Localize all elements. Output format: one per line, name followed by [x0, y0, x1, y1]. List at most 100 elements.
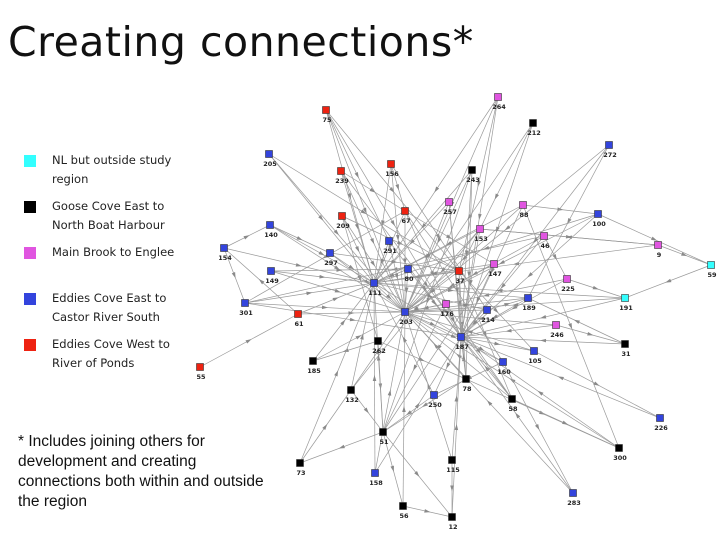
- edge-arrowhead: [295, 263, 302, 267]
- network-node: 153: [474, 225, 488, 243]
- node-label: 243: [466, 176, 480, 184]
- network-node: 56: [399, 502, 409, 520]
- edge-arrowhead: [456, 353, 462, 359]
- edge-arrowhead: [349, 317, 356, 322]
- edge-arrowhead: [540, 315, 547, 319]
- node-label: 56: [399, 512, 409, 520]
- node-marker: [621, 294, 629, 302]
- node-label: 301: [239, 309, 253, 317]
- edge-arrowhead: [478, 346, 485, 352]
- edge-arrowhead: [431, 271, 438, 275]
- edge-arrowhead: [322, 424, 328, 430]
- node-label: 153: [474, 235, 488, 243]
- node-label: 272: [603, 151, 617, 159]
- network-node: 46: [540, 232, 550, 250]
- edge-arrowhead: [483, 245, 490, 250]
- node-marker: [707, 261, 715, 269]
- node-marker: [338, 212, 346, 220]
- node-label: 185: [307, 367, 321, 375]
- edge-arrowhead: [306, 291, 313, 296]
- edge-arrowhead: [390, 220, 396, 227]
- network-node: 297: [324, 249, 338, 267]
- edge-arrowhead: [527, 272, 533, 278]
- node-label: 283: [567, 499, 581, 507]
- node-label: 67: [401, 217, 410, 225]
- node-marker: [615, 444, 623, 452]
- edge-arrowhead: [395, 184, 399, 191]
- network-node: 67: [401, 207, 411, 225]
- node-label: 115: [446, 466, 460, 474]
- edge-arrowhead: [421, 285, 427, 292]
- node-label: 214: [481, 316, 495, 324]
- edge-arrowhead: [540, 338, 547, 343]
- node-label: 111: [368, 289, 382, 297]
- network-node: 272: [603, 141, 617, 159]
- edge-arrowhead: [587, 331, 594, 336]
- edge-arrowhead: [455, 287, 460, 294]
- edge-arrowhead: [318, 215, 324, 221]
- node-label: 88: [519, 211, 529, 219]
- edge-arrowhead: [557, 376, 564, 381]
- network-node: 156: [385, 160, 399, 178]
- edge-arrowhead: [493, 307, 499, 314]
- node-label: 105: [528, 357, 542, 365]
- node-label: 75: [322, 116, 332, 124]
- legend-swatch: [24, 293, 36, 305]
- network-node: 300: [613, 444, 627, 462]
- network-node: 226: [654, 414, 668, 432]
- node-marker: [476, 225, 484, 233]
- edge-arrowhead: [340, 319, 346, 326]
- node-label: 37: [455, 277, 464, 285]
- node-label: 9: [657, 251, 662, 259]
- legend-label: Goose Cove East to North Boat Harbour: [52, 199, 165, 232]
- edge-arrowhead: [372, 375, 377, 382]
- node-label: 58: [508, 405, 518, 413]
- node-label: 264: [492, 103, 506, 111]
- node-marker: [399, 502, 407, 510]
- legend-swatch: [24, 155, 36, 167]
- edge-arrowhead: [429, 321, 436, 326]
- node-marker: [371, 469, 379, 477]
- edge-arrowhead: [394, 273, 399, 280]
- node-label: 226: [654, 424, 668, 432]
- node-label: 160: [497, 368, 511, 376]
- node-marker: [267, 267, 275, 275]
- edge-arrowhead: [562, 420, 569, 425]
- node-label: 297: [324, 259, 338, 267]
- network-edges: [199, 96, 712, 518]
- node-label: 73: [296, 469, 305, 477]
- edge-arrowhead: [533, 237, 539, 244]
- node-label: 257: [443, 208, 457, 216]
- network-node: 75: [322, 106, 332, 124]
- node-marker: [457, 333, 465, 341]
- node-label: 61: [294, 320, 304, 328]
- node-marker: [569, 489, 577, 497]
- edge-arrowhead: [391, 259, 398, 264]
- edge-arrowhead: [446, 362, 451, 369]
- footnote: * Includes joining others for developmen…: [18, 433, 264, 510]
- edge-arrowhead: [437, 237, 442, 244]
- node-marker: [483, 306, 491, 314]
- node-marker: [499, 358, 507, 366]
- network-node: 115: [446, 456, 460, 474]
- network-node: 176: [440, 300, 454, 318]
- edge-arrowhead: [391, 267, 398, 271]
- edge-arrowhead: [360, 209, 367, 215]
- node-marker: [326, 249, 334, 257]
- edge-arrowhead: [434, 186, 440, 193]
- edge-arrowhead: [413, 364, 418, 371]
- edge-arrowhead: [321, 305, 328, 310]
- node-label: 187: [455, 343, 469, 351]
- node-marker: [401, 308, 409, 316]
- edge-arrowhead: [397, 240, 404, 245]
- network-node: 58: [508, 395, 518, 413]
- edge-arrowhead: [464, 250, 469, 257]
- node-label: 203: [399, 318, 413, 326]
- edge-arrowhead: [454, 424, 459, 431]
- edge-arrowhead: [231, 272, 236, 279]
- node-label: 205: [263, 160, 277, 168]
- edge-arrowhead: [466, 330, 473, 335]
- node-marker: [563, 275, 571, 283]
- edge-arrowhead: [681, 252, 688, 257]
